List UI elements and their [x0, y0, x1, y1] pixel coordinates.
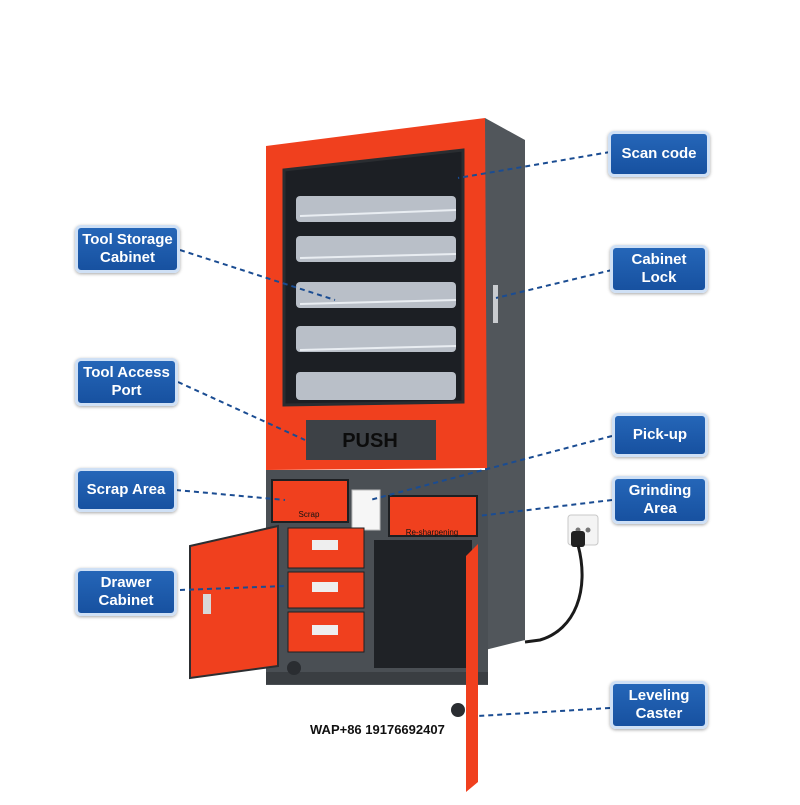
right-open-door — [466, 544, 478, 792]
callout-grinding-area: Grinding Area — [612, 476, 708, 524]
power-cord — [524, 544, 584, 644]
re-sharpening-label: Re-sharpening — [406, 528, 458, 537]
middle-drawer-row: Scrap Re-sharpening — [271, 479, 478, 537]
callout-pick-up: Pick-up — [612, 413, 708, 457]
callout-cabinet-lock: Cabinet Lock — [610, 245, 708, 293]
drawer-stack — [287, 527, 472, 668]
leader-lines — [175, 151, 613, 717]
caster — [287, 661, 301, 675]
callout-scan-code: Scan code — [608, 131, 710, 177]
contact-number: WAP+86 19176692407 — [310, 722, 445, 737]
callout-tool-storage-cabinet: Tool Storage Cabinet — [75, 225, 180, 273]
callout-drawer-cabinet: Drawer Cabinet — [75, 568, 177, 616]
push-label: PUSH — [342, 430, 398, 452]
left-open-door — [189, 524, 279, 680]
callout-scrap-area: Scrap Area — [75, 468, 177, 512]
callout-leveling-caster: Leveling Caster — [610, 681, 708, 729]
scrap-label: Scrap — [299, 510, 320, 519]
callout-tool-access-port: Tool Access Port — [75, 358, 178, 406]
wall-socket — [567, 514, 599, 547]
tool-storage-cabinet-door: PUSH — [266, 118, 498, 470]
